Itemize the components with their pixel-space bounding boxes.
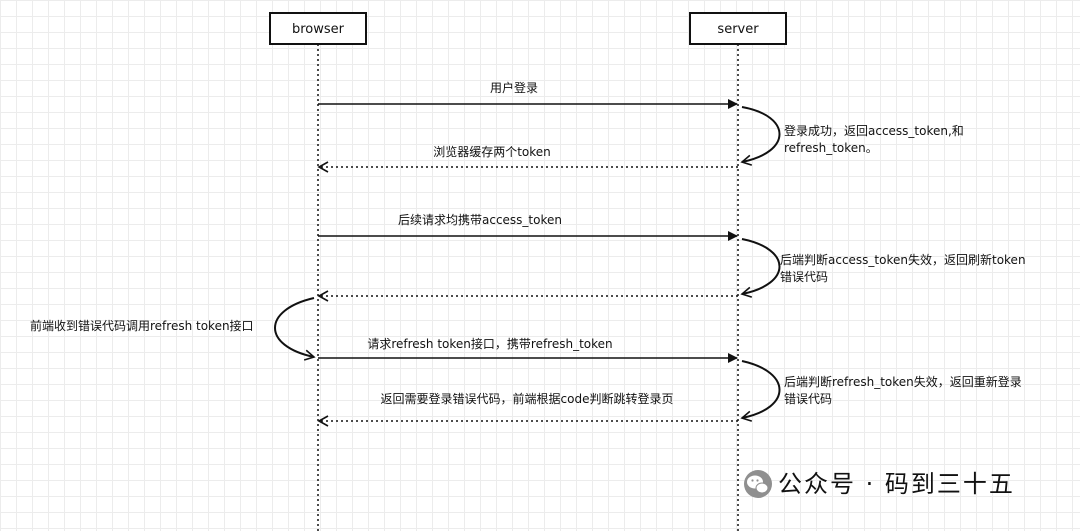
note-server-refresh-invalid-line2: 错误代码 bbox=[784, 392, 832, 406]
participant-server-label: server bbox=[717, 22, 759, 37]
self-loop-browser-refresh bbox=[274, 297, 316, 361]
note-browser-call-refresh: 前端收到错误代码调用refresh token接口 bbox=[30, 297, 316, 361]
message-carry-access-token-label: 后续请求均携带access_token bbox=[398, 212, 562, 227]
message-request-refresh-label: 请求refresh token接口，携带refresh_token bbox=[367, 336, 612, 351]
note-server-login-success: 登录成功，返回access_token,和 refresh_token。 bbox=[740, 106, 964, 166]
note-server-refresh-invalid: 后端判断refresh_token失效，返回重新登录 错误代码 bbox=[740, 360, 1022, 422]
note-browser-call-refresh-line1: 前端收到错误代码调用refresh token接口 bbox=[30, 318, 254, 333]
message-carry-access-token: 后续请求均携带access_token bbox=[318, 212, 738, 241]
note-server-access-invalid-line1: 后端判断access_token失效，返回刷新token bbox=[780, 252, 1026, 267]
message-return-login-required: 返回需要登录错误代码，前端根据code判断跳转登录页 bbox=[317, 391, 738, 427]
note-server-access-invalid-line2: 错误代码 bbox=[780, 270, 828, 284]
self-loop-server-refresh-invalid bbox=[740, 360, 781, 422]
message-request-refresh: 请求refresh token接口，携带refresh_token bbox=[318, 336, 738, 363]
participant-browser-label: browser bbox=[292, 22, 345, 37]
self-loop-server-access-invalid bbox=[740, 238, 781, 298]
note-server-access-invalid: 后端判断access_token失效，返回刷新token 错误代码 bbox=[740, 238, 1026, 298]
participant-server: server bbox=[689, 12, 787, 45]
message-return-login-required-label: 返回需要登录错误代码，前端根据code判断跳转登录页 bbox=[381, 391, 674, 406]
message-cache-tokens: 浏览器缓存两个token bbox=[317, 144, 738, 173]
watermark: 公众号 · 码到三十五 bbox=[744, 470, 1015, 498]
note-server-login-line2: refresh_token。 bbox=[784, 141, 878, 155]
self-loop-server-login bbox=[740, 106, 781, 166]
message-cache-tokens-label: 浏览器缓存两个token bbox=[433, 144, 551, 159]
wechat-icon bbox=[744, 470, 772, 498]
message-user-login: 用户登录 bbox=[318, 80, 738, 109]
note-server-refresh-invalid-line1: 后端判断refresh_token失效，返回重新登录 bbox=[784, 374, 1022, 389]
message-user-login-label: 用户登录 bbox=[490, 80, 538, 95]
participant-browser: browser bbox=[269, 12, 367, 45]
note-server-login-line1: 登录成功，返回access_token,和 bbox=[784, 123, 964, 138]
watermark-text: 公众号 · 码到三十五 bbox=[778, 470, 1015, 498]
